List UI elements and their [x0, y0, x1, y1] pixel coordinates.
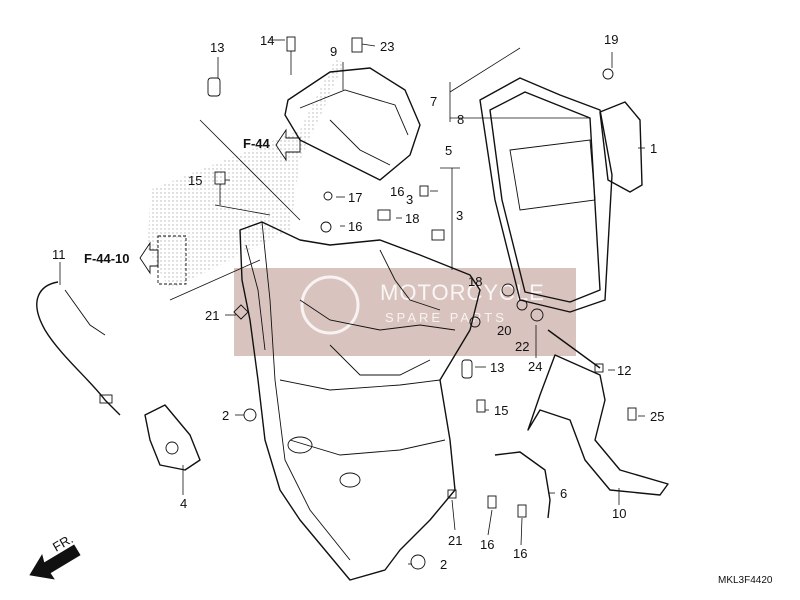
part-label-19: 19	[604, 32, 618, 47]
part-label-16: 16	[480, 537, 494, 552]
cable-assembly	[36, 281, 121, 416]
part-label-17: 17	[348, 190, 362, 205]
part-label-24: 24	[528, 359, 542, 374]
part-label-18: 18	[405, 211, 419, 226]
part-label-3: 3	[456, 208, 463, 223]
part-number-labels: 1 2 2 3 3 4 5 6 7 8 9 10 11 12 13 13 14 …	[52, 32, 664, 572]
part-label-6: 6	[560, 486, 567, 501]
part-label-18: 18	[468, 274, 482, 289]
long-bolt	[547, 329, 604, 373]
part-label-3: 3	[406, 192, 413, 207]
part-label-16: 16	[348, 219, 362, 234]
watermark-logo-circle	[300, 275, 360, 335]
part-label-2: 2	[440, 557, 447, 572]
part-label-4: 4	[180, 496, 187, 511]
housing-cover	[284, 67, 421, 181]
watermark: MOTORCYCLE SPARE PARTS	[234, 268, 576, 356]
part-label-13: 13	[210, 40, 224, 55]
part-label-21: 21	[205, 308, 219, 323]
part-label-13: 13	[490, 360, 504, 375]
ref-f4410-box	[157, 235, 187, 285]
lever-bracket	[144, 404, 201, 471]
part-label-9: 9	[330, 44, 337, 59]
clamp-band	[494, 451, 551, 519]
air-cleaner-housing	[239, 221, 481, 581]
part-label-22: 22	[515, 339, 529, 354]
part-label-10: 10	[612, 506, 626, 521]
ref-f44-arrow	[275, 128, 301, 162]
diagram-code: MKL3F4420	[718, 575, 773, 586]
part-label-5: 5	[445, 143, 452, 158]
part-label-1: 1	[650, 141, 657, 156]
part-label-15: 15	[494, 403, 508, 418]
part-label-23: 23	[380, 39, 394, 54]
front-arrow-icon	[29, 544, 81, 580]
part-label-16: 16	[390, 184, 404, 199]
part-label-8: 8	[457, 112, 464, 127]
air-filter-element	[479, 77, 613, 313]
front-direction-indicator: FR.	[29, 531, 81, 580]
part-label-20: 20	[497, 323, 511, 338]
leader-lines	[59, 39, 645, 565]
part-label-21: 21	[448, 533, 462, 548]
ref-f4410-label: F-44-10	[84, 251, 130, 266]
part-label-12: 12	[617, 363, 631, 378]
part-label-11: 11	[52, 247, 66, 262]
watermark-line2: SPARE PARTS	[385, 310, 507, 325]
part-label-25: 25	[650, 409, 664, 424]
part-label-16: 16	[513, 546, 527, 561]
small-fasteners	[207, 36, 637, 570]
part-label-15: 15	[188, 173, 202, 188]
shadow-area-upper	[148, 60, 345, 290]
part-label-7: 7	[430, 94, 437, 109]
ref-f44-group: F-44	[243, 128, 301, 162]
part-label-2: 2	[222, 408, 229, 423]
watermark-band	[234, 268, 576, 356]
side-bracket	[527, 354, 669, 496]
part-label-14: 14	[260, 33, 274, 48]
gasket	[599, 101, 643, 193]
ref-f4410-group: F-44-10	[84, 235, 187, 285]
ref-f44-label: F-44	[243, 136, 271, 151]
